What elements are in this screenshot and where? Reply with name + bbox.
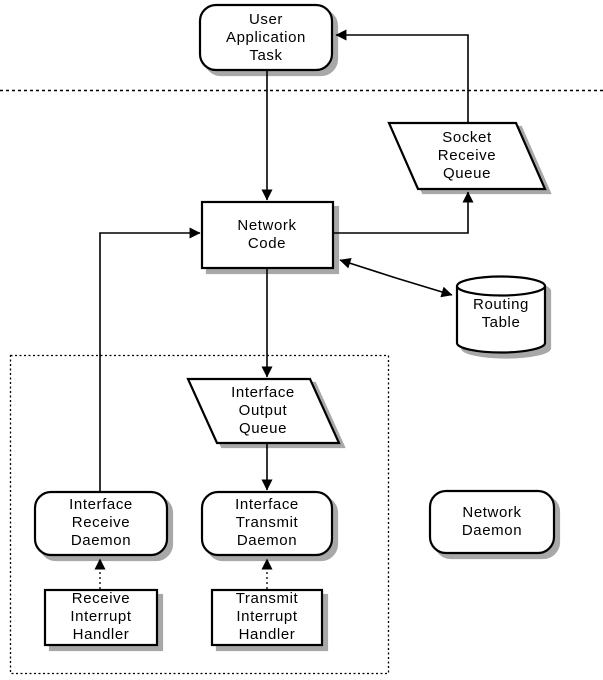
node-network-code [200, 200, 335, 270]
edge-networkcode-to-routingtable [395, 277, 453, 298]
node-transmit-interrupt-handler [210, 588, 324, 647]
node-interface-receive-daemon [33, 490, 169, 557]
node-network-daemon [428, 489, 556, 555]
driver-interrupt-boundary-rect [9, 354, 390, 675]
edge-receivedaemon-to-networkcode [99, 227, 201, 492]
node-socket-receive-queue [387, 121, 547, 191]
node-receive-interrupt-handler [43, 588, 159, 647]
edge-layer [94, 29, 474, 589]
edge-networkcode-to-socketqueue [333, 191, 474, 234]
node-routing-table-body [455, 286, 547, 354]
node-interface-transmit-daemon [200, 490, 334, 557]
node-interface-output-queue [186, 377, 341, 445]
node-layer [33, 3, 556, 647]
node-routing-table-top [455, 275, 547, 297]
edge-routingtable-to-networkcode [339, 257, 397, 279]
edge-socketqueue-to-userapp [335, 29, 469, 123]
node-user-application-task [198, 3, 334, 72]
